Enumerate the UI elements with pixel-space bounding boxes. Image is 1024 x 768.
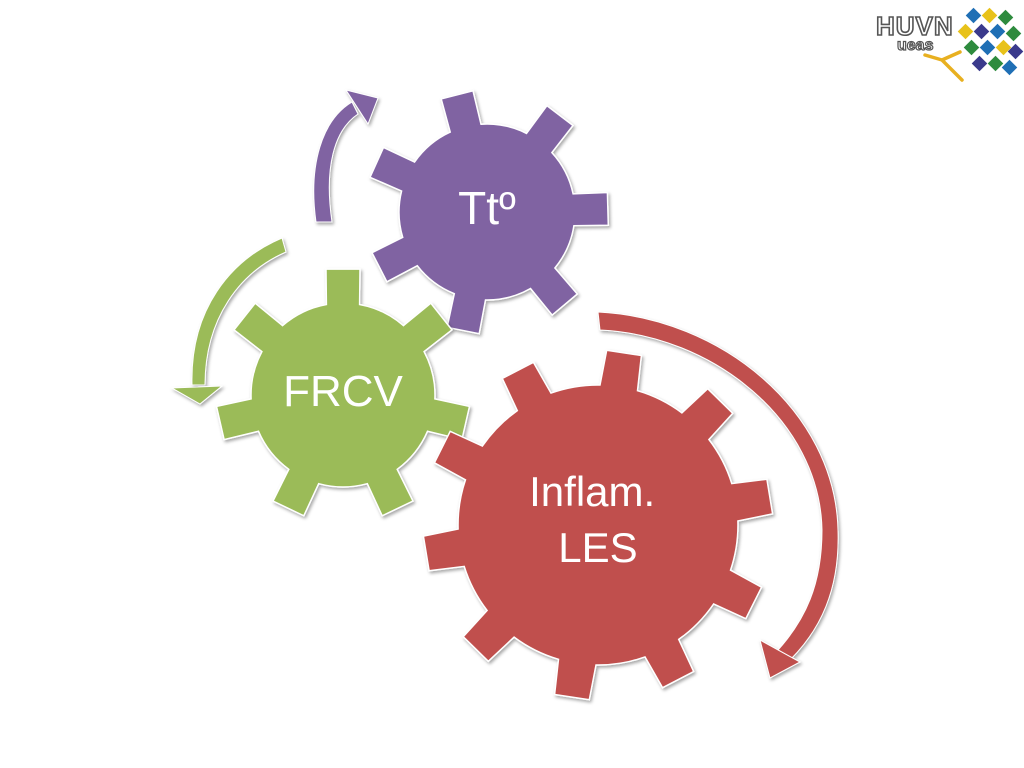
arrow-green-cycle xyxy=(170,237,287,405)
gear-frcv-shape xyxy=(215,268,471,517)
gear-inflam-les: Inflam. LES xyxy=(422,349,774,701)
gear-inflam-label: Inflam. LES xyxy=(529,468,667,571)
logo-tile xyxy=(971,55,988,72)
gear-frcv-label: FRCV xyxy=(283,367,403,416)
gear-frcv-label-line-1: FRCV xyxy=(283,367,403,416)
logo-text-bottom: ueas xyxy=(897,37,934,54)
arrow-red-head xyxy=(759,639,802,679)
gear-tto: Ttº xyxy=(369,89,610,335)
logo-tile xyxy=(981,7,998,24)
gear-frcv: FRCV xyxy=(215,268,471,517)
logo-tile xyxy=(1001,59,1018,76)
arrow-purple-head xyxy=(344,89,379,126)
logo-pattern xyxy=(957,7,1024,76)
logo-tile xyxy=(989,23,1006,40)
gear-tto-shape xyxy=(369,89,610,335)
arrow-purple-cycle xyxy=(313,89,379,223)
gear-tto-label-line-1: Ttº xyxy=(458,182,516,234)
logo-tile xyxy=(957,23,974,40)
gear-inflam-label-line-1: Inflam. xyxy=(529,468,655,515)
arrow-green-body xyxy=(191,237,287,386)
logo-tile xyxy=(963,39,980,56)
gear-inflam-shape xyxy=(422,349,774,701)
logo-tile xyxy=(987,55,1004,72)
gear-tto-label: Ttº xyxy=(458,182,516,234)
arrow-purple-body xyxy=(313,101,359,223)
logo-tile xyxy=(1007,43,1024,60)
logo-tile xyxy=(997,9,1014,26)
logo-tile xyxy=(995,39,1012,56)
arrow-red-cycle xyxy=(597,311,839,679)
logo-tile xyxy=(1005,25,1022,42)
logo-tile xyxy=(965,7,982,24)
logo-tile xyxy=(979,39,996,56)
gear-inflam-label-line-2: LES xyxy=(558,524,637,571)
logo-tile xyxy=(973,23,990,40)
arrow-green-head xyxy=(170,385,224,405)
logo-text-top: HUVN xyxy=(876,11,954,41)
logo-accent-line xyxy=(923,50,964,82)
huvn-logo: HUVN ueas xyxy=(875,7,1024,82)
